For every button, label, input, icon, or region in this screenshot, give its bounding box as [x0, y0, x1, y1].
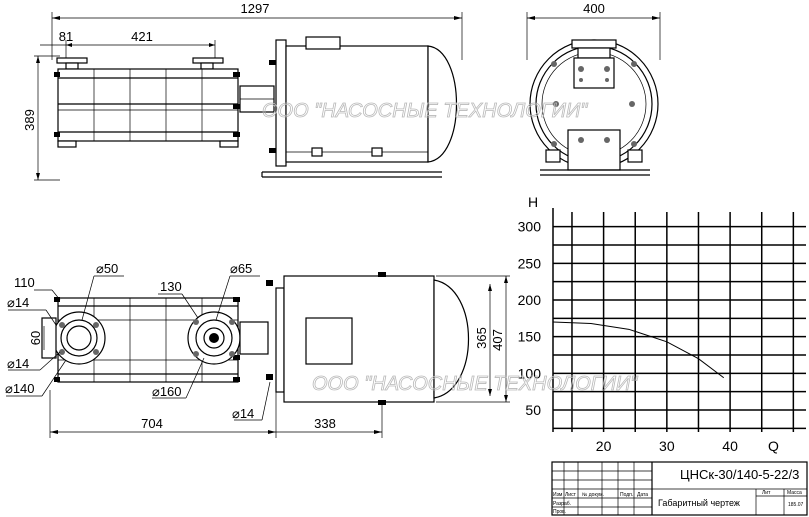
chart-grid — [552, 208, 806, 432]
y-tick-label: 100 — [518, 365, 542, 381]
performance-chart: H Q 20 30 40 50 100 150 200 250 300 — [518, 194, 806, 454]
col-doc: № докум. — [582, 492, 604, 498]
dim-phi50: ⌀50 — [96, 261, 118, 276]
x-tick-label: 20 — [596, 438, 612, 454]
dim-407: 407 — [490, 329, 505, 351]
chart-xlabel: Q — [768, 438, 779, 454]
massa-value: 185.07 — [788, 502, 804, 508]
title-name: Габаритный чертеж — [658, 498, 740, 508]
y-tick-label: 300 — [518, 219, 542, 235]
watermark-bottom: ООО "НАСОСНЫЕ ТЕХНОЛОГИИ" — [312, 373, 638, 395]
y-tick-label: 250 — [518, 255, 542, 271]
side-view-top: 1297 81 421 389 — [22, 1, 463, 181]
dim-phi14-c: ⌀14 — [232, 406, 254, 421]
col-izm: Изм — [553, 492, 563, 498]
dim-389: 389 — [22, 109, 37, 131]
col-list: Лист — [565, 492, 577, 498]
dim-110: 110 — [14, 275, 35, 290]
dim-phi14-b: ⌀14 — [7, 356, 29, 371]
dim-60: 60 — [28, 331, 43, 345]
dim-phi160: ⌀160 — [152, 384, 182, 399]
dim-338: 338 — [314, 416, 336, 431]
dim-365: 365 — [474, 327, 489, 349]
x-tick-label: 40 — [722, 438, 738, 454]
col-lit: Лит — [762, 490, 771, 496]
dim-phi14-a: ⌀14 — [7, 295, 29, 310]
watermark-top: ООО "НАСОСНЫЕ ТЕХНОЛОГИИ" — [262, 100, 588, 122]
y-tick-label: 150 — [518, 329, 542, 345]
dim-phi65: ⌀65 — [230, 261, 252, 276]
title-block: ЦНСк-30/140-5-22/3 Габаритный чертеж Изм… — [551, 461, 808, 516]
y-tick-label: 50 — [525, 402, 541, 418]
title-designation: ЦНСк-30/140-5-22/3 — [680, 467, 799, 482]
x-tick-label: 30 — [659, 438, 675, 454]
dim-phi140: ⌀140 — [5, 381, 35, 396]
col-date: Дата — [637, 492, 648, 498]
chart-tick-labels: 20 30 40 50 100 150 200 250 300 — [518, 219, 738, 454]
plan-view: 110 ⌀14 60 ⌀14 ⌀140 ⌀50 130 ⌀65 ⌀160 ⌀14… — [5, 261, 510, 438]
dim-130: 130 — [160, 279, 182, 294]
dim-end-width: 400 — [583, 1, 605, 16]
series-line — [552, 321, 725, 379]
end-view: 400 — [526, 1, 661, 176]
dim-81: 81 — [59, 29, 73, 44]
y-tick-label: 200 — [518, 292, 542, 308]
row-prov: Пров. — [553, 509, 566, 515]
dim-overall-length: 1297 — [241, 1, 270, 16]
col-massa: Масса — [787, 490, 802, 496]
col-sign: Подп. — [620, 492, 633, 498]
row-razrab: Разраб. — [553, 501, 571, 507]
dim-421: 421 — [131, 29, 153, 44]
chart-ylabel: H — [528, 194, 538, 210]
chart-series — [552, 321, 725, 379]
dim-704: 704 — [141, 416, 163, 431]
